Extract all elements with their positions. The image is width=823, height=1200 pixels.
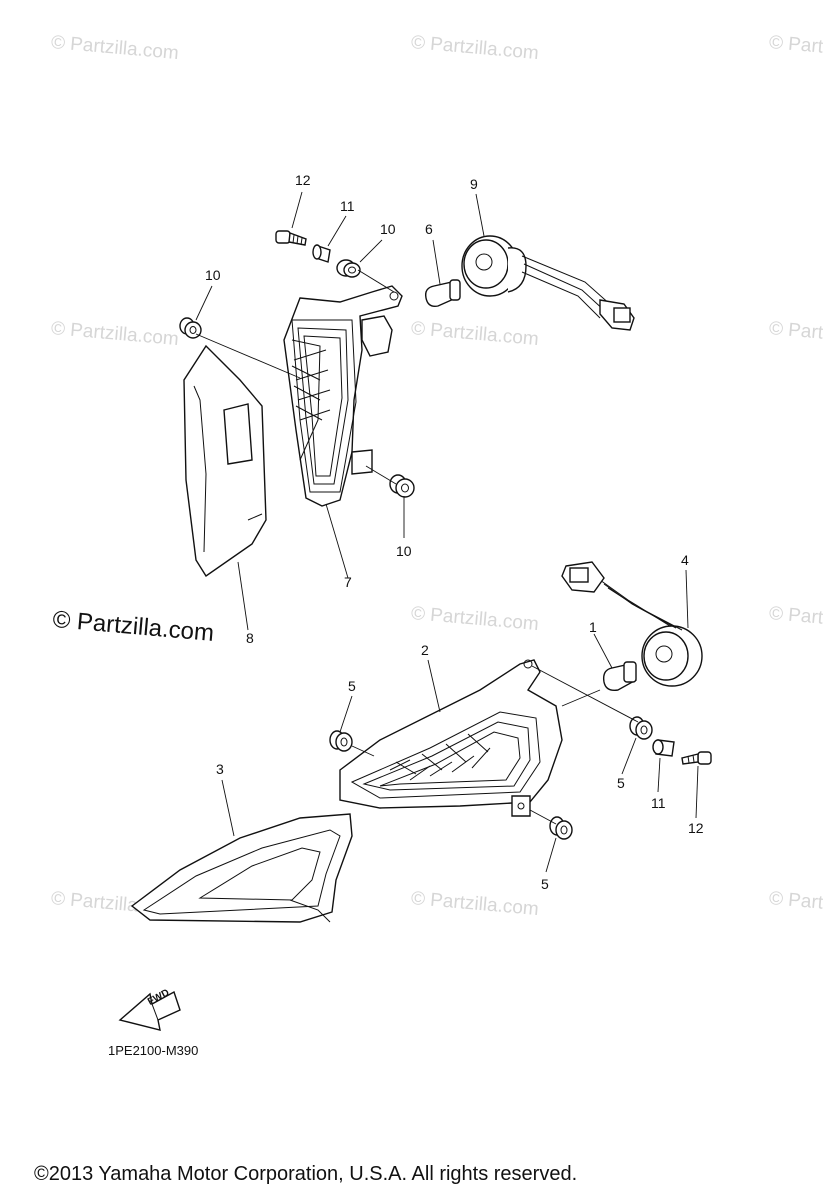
lens-cover-3 xyxy=(130,813,353,923)
collar-11-lower xyxy=(652,739,675,757)
lens-cover-8 xyxy=(183,344,267,577)
callout-10: 10 xyxy=(205,267,221,283)
grommet-5-left xyxy=(329,730,353,752)
rear-lamp-unit-7 xyxy=(283,285,403,507)
bulb-1 xyxy=(602,661,637,692)
bulb-6 xyxy=(424,279,461,308)
grommet-5-right xyxy=(629,716,653,740)
callout-10: 10 xyxy=(396,543,412,559)
callout-12: 12 xyxy=(688,820,704,836)
callout-1: 1 xyxy=(589,619,597,635)
callout-5: 5 xyxy=(541,876,549,892)
callout-6: 6 xyxy=(425,221,433,237)
callout-5: 5 xyxy=(348,678,356,694)
callout-8: 8 xyxy=(246,630,254,646)
callout-9: 9 xyxy=(470,176,478,192)
callout-11: 11 xyxy=(651,795,666,811)
callout-7: 7 xyxy=(344,574,352,590)
callout-4: 4 xyxy=(681,552,689,568)
fwd-arrow-icon xyxy=(118,990,181,1031)
socket-harness-4 xyxy=(561,561,703,687)
callout-11: 11 xyxy=(340,198,355,214)
callout-2: 2 xyxy=(421,642,429,658)
screw-12-upper xyxy=(275,230,307,246)
collar-11-upper xyxy=(312,244,331,263)
diagram-code: 1PE2100-M390 xyxy=(108,1043,199,1058)
grommet-5-lower xyxy=(549,816,573,840)
callout-12: 12 xyxy=(295,172,311,188)
front-lamp-unit-2 xyxy=(339,659,563,817)
callout-5: 5 xyxy=(617,775,625,791)
callout-10: 10 xyxy=(380,221,396,237)
copyright-notice: ©2013 Yamaha Motor Corporation, U.S.A. A… xyxy=(34,1163,578,1185)
grommet-10-upper-a xyxy=(336,259,361,278)
socket-harness-9 xyxy=(461,235,635,331)
leader-lines xyxy=(195,191,699,873)
grommet-10-upper-c xyxy=(389,474,415,498)
callout-3: 3 xyxy=(216,761,224,777)
screw-12-lower xyxy=(681,751,712,765)
